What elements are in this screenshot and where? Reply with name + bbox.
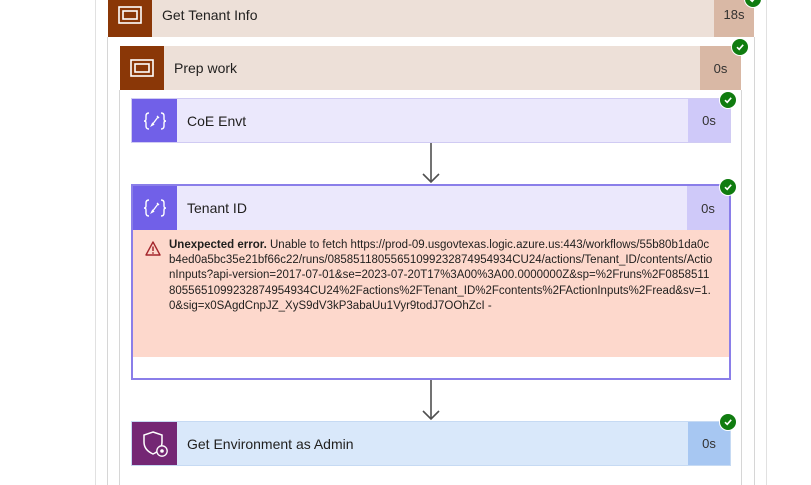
error-message-box: Unexpected error. Unable to fetch https:… <box>133 230 729 357</box>
scope-prep-work[interactable]: Prep work 0s <box>120 46 741 90</box>
action-coe-envt[interactable]: CoE Envt 0s <box>131 98 731 143</box>
scope-title: Get Tenant Info <box>162 6 258 23</box>
admin-icon-container <box>132 422 177 465</box>
action-tenant-id[interactable]: Tenant ID 0s <box>133 186 729 230</box>
scope-get-tenant-info[interactable]: Get Tenant Info 18s <box>108 0 754 37</box>
scope-title: Prep work <box>174 60 238 76</box>
variable-icon <box>143 111 166 130</box>
error-text: Unexpected error. Unable to fetch https:… <box>169 238 715 314</box>
action-get-environment-as-admin[interactable]: Get Environment as Admin 0s <box>131 421 731 466</box>
scope-icon <box>130 59 154 77</box>
outer-edge-left <box>95 0 96 485</box>
outer-scope-left-border <box>107 37 108 485</box>
outer-scope-right-border <box>754 37 755 485</box>
warning-icon <box>145 241 161 256</box>
variable-icon <box>143 199 167 217</box>
inner-scope-left-border <box>119 90 120 485</box>
action-title: CoE Envt <box>187 112 247 129</box>
scope-icon-container <box>108 0 152 37</box>
flow-arrow-icon <box>422 143 440 184</box>
inner-scope-right-border <box>741 90 742 485</box>
error-title: Unexpected error. <box>169 239 267 251</box>
variable-icon-container <box>133 186 177 230</box>
success-check-icon <box>719 413 737 431</box>
scope-duration: 18s <box>714 0 754 37</box>
success-check-icon <box>719 178 737 196</box>
action-title: Tenant ID <box>187 200 247 216</box>
success-check-icon <box>719 91 737 109</box>
scope-icon <box>118 5 142 24</box>
action-title: Get Environment as Admin <box>187 435 354 452</box>
duration-text: 18s <box>723 7 745 22</box>
flow-arrow-icon <box>422 380 440 421</box>
variable-icon-container <box>132 99 177 142</box>
duration-text: 0s <box>702 113 716 128</box>
duration-text: 0s <box>713 60 728 76</box>
error-detail: Unable to fetch https://prod-09.usgovtex… <box>169 239 713 312</box>
scope-icon-container <box>120 46 164 90</box>
outer-edge-right <box>766 0 767 485</box>
duration-text: 0s <box>701 200 715 216</box>
success-check-icon <box>731 38 749 56</box>
shield-gear-icon <box>142 430 168 457</box>
duration-text: 0s <box>702 436 716 451</box>
